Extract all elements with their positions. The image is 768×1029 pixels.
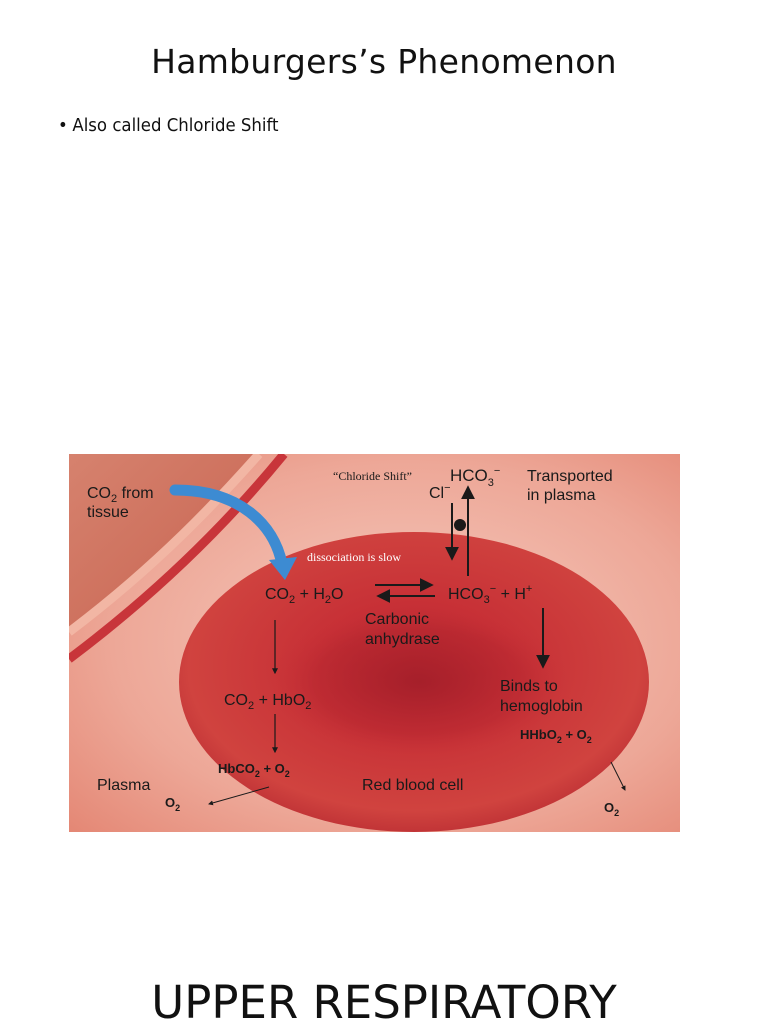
co2-h2o-label: CO2 + H2O: [265, 586, 344, 606]
o2-right-label: O2: [604, 800, 619, 818]
red-blood-cell-dimple: [269, 607, 569, 757]
tissue-label: tissue: [87, 504, 129, 521]
in-plasma-label: in plasma: [527, 487, 596, 504]
bullet-text: Also called Chloride Shift: [72, 115, 279, 136]
bullet-item: •Also called Chloride Shift: [58, 115, 279, 136]
vessel-wall-inner: [69, 454, 288, 663]
bullet-list: •Also called Chloride Shift: [58, 115, 298, 136]
chloride-ion-label: Cl−: [429, 482, 451, 502]
binds-to-label: Binds to: [500, 678, 558, 695]
red-blood-cell-label: Red blood cell: [362, 777, 463, 794]
vessel-wall-edge: [69, 454, 263, 636]
anhydrase-label: anhydrase: [365, 631, 440, 648]
hbco2-o2-label: HbCO2 + O2: [218, 761, 290, 779]
co2-from-tissue-label: CO2 from: [87, 485, 154, 505]
hco3-plasma-label: HCO3−: [450, 465, 500, 489]
hemoglobin-label: hemoglobin: [500, 698, 583, 715]
co2-entry-arrow-head: [269, 557, 297, 580]
chloride-shift-figure: CO2 from tissue “Chloride Shift” HCO3− C…: [69, 454, 680, 832]
co2-entry-arrow: [169, 484, 288, 570]
chloride-shift-diagram: CO2 from tissue “Chloride Shift” HCO3− C…: [69, 454, 680, 832]
hhbo2-o2-label: HHbO2 + O2: [520, 727, 592, 745]
chloride-shift-label: “Chloride Shift”: [333, 469, 412, 483]
co2-hbo2-label: CO2 + HbO2: [224, 692, 311, 712]
exchanger-protein-icon: [454, 519, 466, 531]
next-slide-heading: UPPER RESPIRATORY: [151, 976, 617, 1029]
dissociation-slow-label: dissociation is slow: [307, 550, 401, 564]
o2-left-label: O2: [165, 795, 180, 813]
carbonic-label: Carbonic: [365, 611, 429, 628]
transported-label: Transported: [527, 468, 613, 485]
plasma-label: Plasma: [97, 777, 150, 794]
o2-release-left-arrow: [208, 786, 270, 806]
bullet-dot-icon: •: [58, 115, 68, 136]
slide-title: Hamburgers’s Phenomenon: [151, 42, 617, 81]
hco3-h-label: HCO3− + H+: [448, 583, 532, 606]
o2-release-right-arrow: [610, 761, 626, 791]
